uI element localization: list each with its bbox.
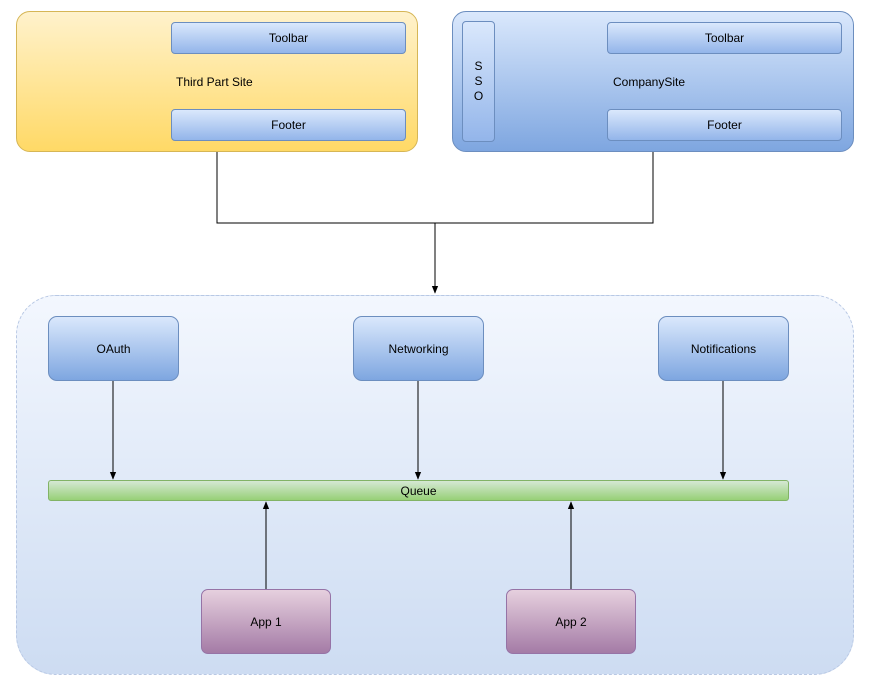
third-party-connector [216, 152, 435, 224]
third-party-footer: Footer [171, 109, 406, 141]
networking-label: Networking [388, 341, 449, 356]
app1-label: App 1 [250, 614, 282, 629]
sso-letter: S [474, 74, 483, 88]
third-party-toolbar: Toolbar [171, 22, 406, 54]
queue-label: Queue [400, 483, 437, 498]
app2-box: App 2 [506, 589, 636, 654]
sso-letter: O [473, 89, 484, 103]
networking-service: Networking [353, 316, 484, 381]
company-footer-label: Footer [707, 118, 742, 132]
notifications-label: Notifications [690, 341, 757, 356]
company-toolbar-label: Toolbar [704, 31, 745, 45]
sso-letter: S [474, 59, 483, 73]
third-party-site-title: Third Part Site [176, 75, 253, 89]
third-party-footer-label: Footer [271, 118, 306, 132]
oauth-service: OAuth [48, 316, 179, 381]
oauth-label: OAuth [96, 341, 131, 356]
company-toolbar: Toolbar [607, 22, 842, 54]
notifications-service: Notifications [658, 316, 789, 381]
company-site-title: CompanySite [613, 75, 686, 89]
app2-label: App 2 [555, 614, 587, 629]
company-footer: Footer [607, 109, 842, 141]
company-connector [435, 152, 654, 224]
app1-box: App 1 [201, 589, 331, 654]
sso-bar: S S O [462, 21, 495, 142]
queue-bar: Queue [48, 480, 789, 501]
third-party-toolbar-label: Toolbar [268, 31, 309, 45]
